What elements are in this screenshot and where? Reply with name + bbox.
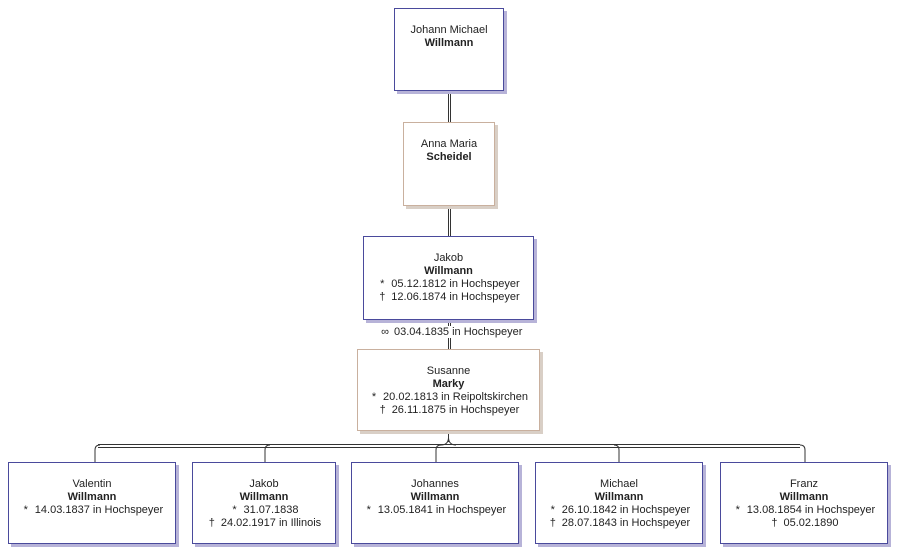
given-name: Valentin: [72, 478, 112, 490]
death-date: 05.02.1890: [783, 517, 839, 529]
surname: Scheidel: [426, 151, 472, 163]
child-box-valentin[interactable]: Valentin Willmann * 14.03.1837 in Hochspe…: [8, 462, 176, 544]
birth-icon: *: [371, 391, 377, 403]
death-event: † 28.07.1843 in Hochspeyer: [536, 517, 702, 530]
connector-child-4: [613, 444, 620, 462]
child-box-franz[interactable]: Franz Willmann * 13.08.1854 in Hochspeyer…: [720, 462, 888, 544]
person-box-wife[interactable]: Susanne Marky * 20.02.1813 in Reipoltskir…: [357, 349, 540, 431]
birth-icon: *: [366, 504, 371, 516]
death-date: 24.02.1917 in Illinois: [220, 517, 322, 529]
person-box-anna-maria-scheidel[interactable]: Anna Maria Scheidel: [403, 122, 495, 206]
birth-event: * 14.03.1837 in Hochspeyer: [9, 504, 175, 517]
surname: Willmann: [239, 491, 289, 503]
death-cross-icon: †: [549, 517, 556, 529]
connector-ancestor-2: [448, 206, 451, 236]
birth-icon: *: [23, 504, 28, 516]
given-name: Anna Maria: [420, 138, 478, 150]
death-cross-icon: †: [379, 404, 386, 416]
death-event: † 24.02.1917 in Illinois: [193, 517, 335, 530]
birth-date: 20.02.1813 in Reipoltskirchen: [383, 391, 528, 403]
birth-event: * 31.07.1838: [193, 504, 335, 517]
birth-date: 05.12.1812 in Hochspeyer: [391, 278, 520, 290]
child-box-michael[interactable]: Michael Willmann * 26.10.1842 in Hochspey…: [535, 462, 703, 544]
birth-event: * 13.05.1841 in Hochspeyer: [352, 504, 518, 517]
death-cross-icon: †: [379, 291, 386, 303]
birth-icon: *: [550, 504, 555, 516]
death-date: 12.06.1874 in Hochspeyer: [391, 291, 520, 303]
connector-child-3: [435, 437, 457, 462]
given-name: Jakob: [249, 478, 279, 490]
marriage-rings-icon: ∞: [381, 326, 389, 338]
given-name: Jakob: [433, 252, 464, 264]
marriage-info: ∞ 03.04.1835 in Hochspeyer: [378, 326, 525, 338]
surname: Marky: [432, 378, 465, 390]
given-name: Susanne: [426, 365, 471, 377]
birth-event: * 20.02.1813 in Reipoltskirchen: [358, 391, 539, 404]
surname: Willmann: [594, 491, 644, 503]
connector-child-1: [94, 444, 101, 462]
birth-icon: *: [380, 278, 385, 290]
birth-event: * 13.08.1854 in Hochspeyer: [721, 504, 887, 517]
surname: Willmann: [424, 265, 473, 277]
death-date: 28.07.1843 in Hochspeyer: [561, 517, 691, 529]
death-event: † 12.06.1874 in Hochspeyer: [364, 291, 533, 304]
birth-date: 13.08.1854 in Hochspeyer: [746, 504, 876, 516]
birth-date: 26.10.1842 in Hochspeyer: [561, 504, 691, 516]
given-name: Johannes: [411, 478, 459, 490]
given-name: Michael: [600, 478, 638, 490]
connector-child-5: [799, 444, 806, 462]
birth-date: 13.05.1841 in Hochspeyer: [377, 504, 507, 516]
death-date: 26.11.1875 in Hochspeyer: [391, 404, 520, 416]
death-cross-icon: †: [771, 517, 778, 529]
surname: Willmann: [779, 491, 829, 503]
birth-event: * 26.10.1842 in Hochspeyer: [536, 504, 702, 517]
child-box-jakob[interactable]: Jakob Willmann * 31.07.1838 † 24.02.1917 i…: [192, 462, 336, 544]
surname: Willmann: [67, 491, 117, 503]
given-name: Johann Michael: [410, 24, 488, 36]
given-name: Franz: [789, 478, 819, 490]
death-cross-icon: †: [208, 517, 215, 529]
person-box-husband[interactable]: Jakob Willmann * 05.12.1812 in Hochspeyer…: [363, 236, 534, 320]
connector-ancestor-1: [448, 91, 451, 122]
marriage-date: 03.04.1835 in Hochspeyer: [394, 326, 523, 338]
surname: Willmann: [410, 491, 460, 503]
death-event: † 05.02.1890: [721, 517, 887, 530]
birth-date: 31.07.1838: [243, 504, 299, 516]
connector-children-bar: [98, 444, 800, 448]
death-event: † 26.11.1875 in Hochspeyer: [358, 404, 539, 417]
birth-event: * 05.12.1812 in Hochspeyer: [364, 278, 533, 291]
birth-icon: *: [232, 504, 237, 516]
child-box-johannes[interactable]: Johannes Willmann * 13.05.1841 in Hochspe…: [351, 462, 519, 544]
surname: Willmann: [424, 37, 474, 49]
person-box-johann-michael-willmann[interactable]: Johann Michael Willmann: [394, 8, 504, 91]
connector-child-2: [264, 444, 271, 462]
birth-date: 14.03.1837 in Hochspeyer: [34, 504, 164, 516]
birth-icon: *: [735, 504, 740, 516]
